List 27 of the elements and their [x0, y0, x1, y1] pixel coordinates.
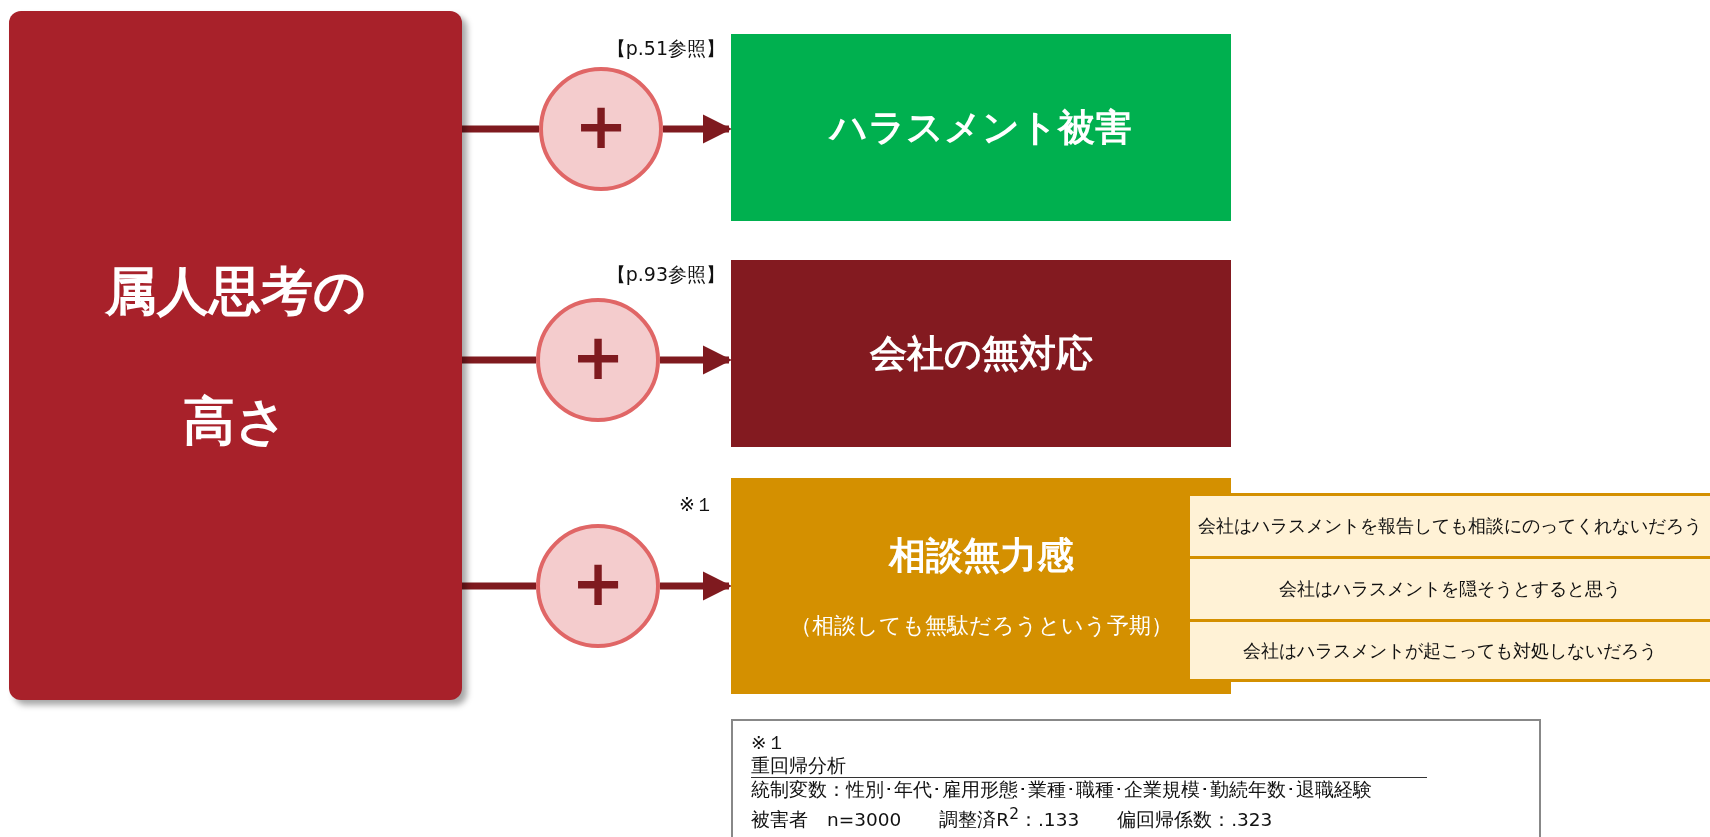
note-text: 被害者 n=3000 調整済R$^{2}$：.133 偏回帰係数：.323: [751, 804, 1273, 833]
outcome-subtitle: （相談しても無駄だろうという予期）: [789, 612, 1173, 640]
item-text: 会社はハラスメントが起こっても対処しないだろう: [1243, 639, 1657, 663]
note-text: 統制変数：性別･年代･雇用形態･業種･職種･企業規模･勤続年数･退職経験: [751, 778, 1372, 802]
item-text: 会社はハラスメントを報告しても相談にのってくれないだろう: [1198, 515, 1702, 538]
arrow: [660, 571, 732, 601]
plus-sign: +: [574, 94, 628, 158]
note-mark: ※１: [751, 731, 786, 755]
factor-box: [9, 11, 462, 700]
reference-note: 【p.51参照】: [606, 36, 725, 61]
note-heading: 重回帰分析: [751, 755, 1427, 778]
outcome-box: [731, 260, 1231, 447]
outcome-title: 会社の無対応: [869, 330, 1093, 377]
note-box: [731, 719, 1541, 837]
item-row: [1190, 496, 1710, 556]
reference-note: ※１: [679, 492, 714, 517]
factor-title: 属人思考の高さ: [104, 259, 367, 453]
outcome-title: 相談無力感: [888, 533, 1074, 579]
item-text: 会社はハラスメントを隠そうとすると思う: [1279, 578, 1621, 601]
reference-note: 【p.93参照】: [606, 262, 725, 287]
item-row: [1190, 559, 1710, 619]
outcome-box: [731, 34, 1231, 221]
plus-sign: +: [571, 325, 625, 389]
arrow: [663, 114, 732, 144]
item-row: [1190, 622, 1710, 679]
outcome-title: ハラスメント被害: [830, 104, 1132, 151]
plus-sign: +: [571, 551, 625, 615]
